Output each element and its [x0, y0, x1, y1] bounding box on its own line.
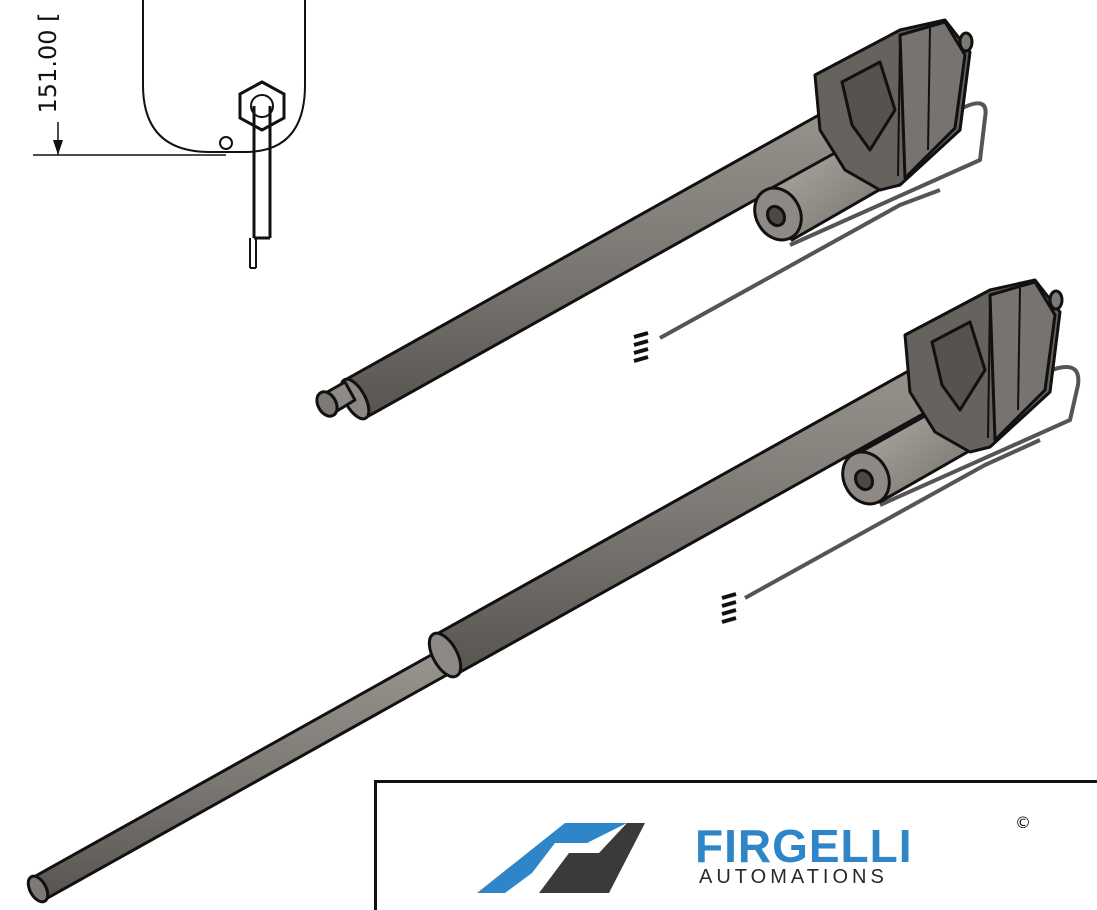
housing-seam [927, 27, 931, 151]
cable-connector [633, 331, 649, 363]
extended-actuator [26, 278, 1081, 904]
cable-gland [250, 94, 274, 118]
cable [659, 188, 941, 340]
dimension-arrow [53, 140, 63, 155]
retracted-actuator [315, 18, 988, 421]
logo-subtitle: AUTOMATIONS [699, 866, 888, 888]
firgelli-logo-mark [477, 823, 645, 893]
motor-shaft-hole-2 [853, 468, 875, 492]
cable-connector-2 [721, 592, 737, 624]
hex-nut [238, 80, 286, 132]
logo-blue-sweep [477, 823, 627, 893]
cable-end [249, 238, 257, 269]
copyright-icon: © [1015, 813, 1031, 832]
mount-hole [219, 136, 233, 150]
tube-collar-2 [930, 320, 987, 412]
title-block: FIRGELLI AUTOMATIONS © [374, 780, 1097, 910]
housing-seam-4 [987, 297, 991, 439]
outer-tube-2 [433, 343, 977, 677]
housing-face-2 [988, 280, 1057, 442]
side-view [33, 0, 306, 269]
rod-clevis [315, 390, 339, 418]
tube-collar [840, 60, 897, 152]
motor-shaft-hole [765, 204, 787, 228]
rear-pin [958, 31, 974, 53]
housing-seam-3 [1017, 287, 1021, 411]
logo-dark-sweep [539, 823, 645, 893]
outer-tube [343, 90, 882, 420]
housing-face [898, 20, 967, 180]
side-view-outline [142, 0, 306, 153]
tube-end-cap-2 [427, 631, 463, 679]
logo-wordmark: FIRGELLI [695, 820, 913, 872]
rear-pin-2 [1048, 289, 1064, 311]
rod-end [26, 874, 50, 904]
housing-seam-2 [897, 37, 901, 177]
cable-2 [744, 438, 1041, 600]
dimension-label: 151.00 [ [28, 0, 68, 125]
dimension-value: 151.00 [ [34, 12, 62, 113]
